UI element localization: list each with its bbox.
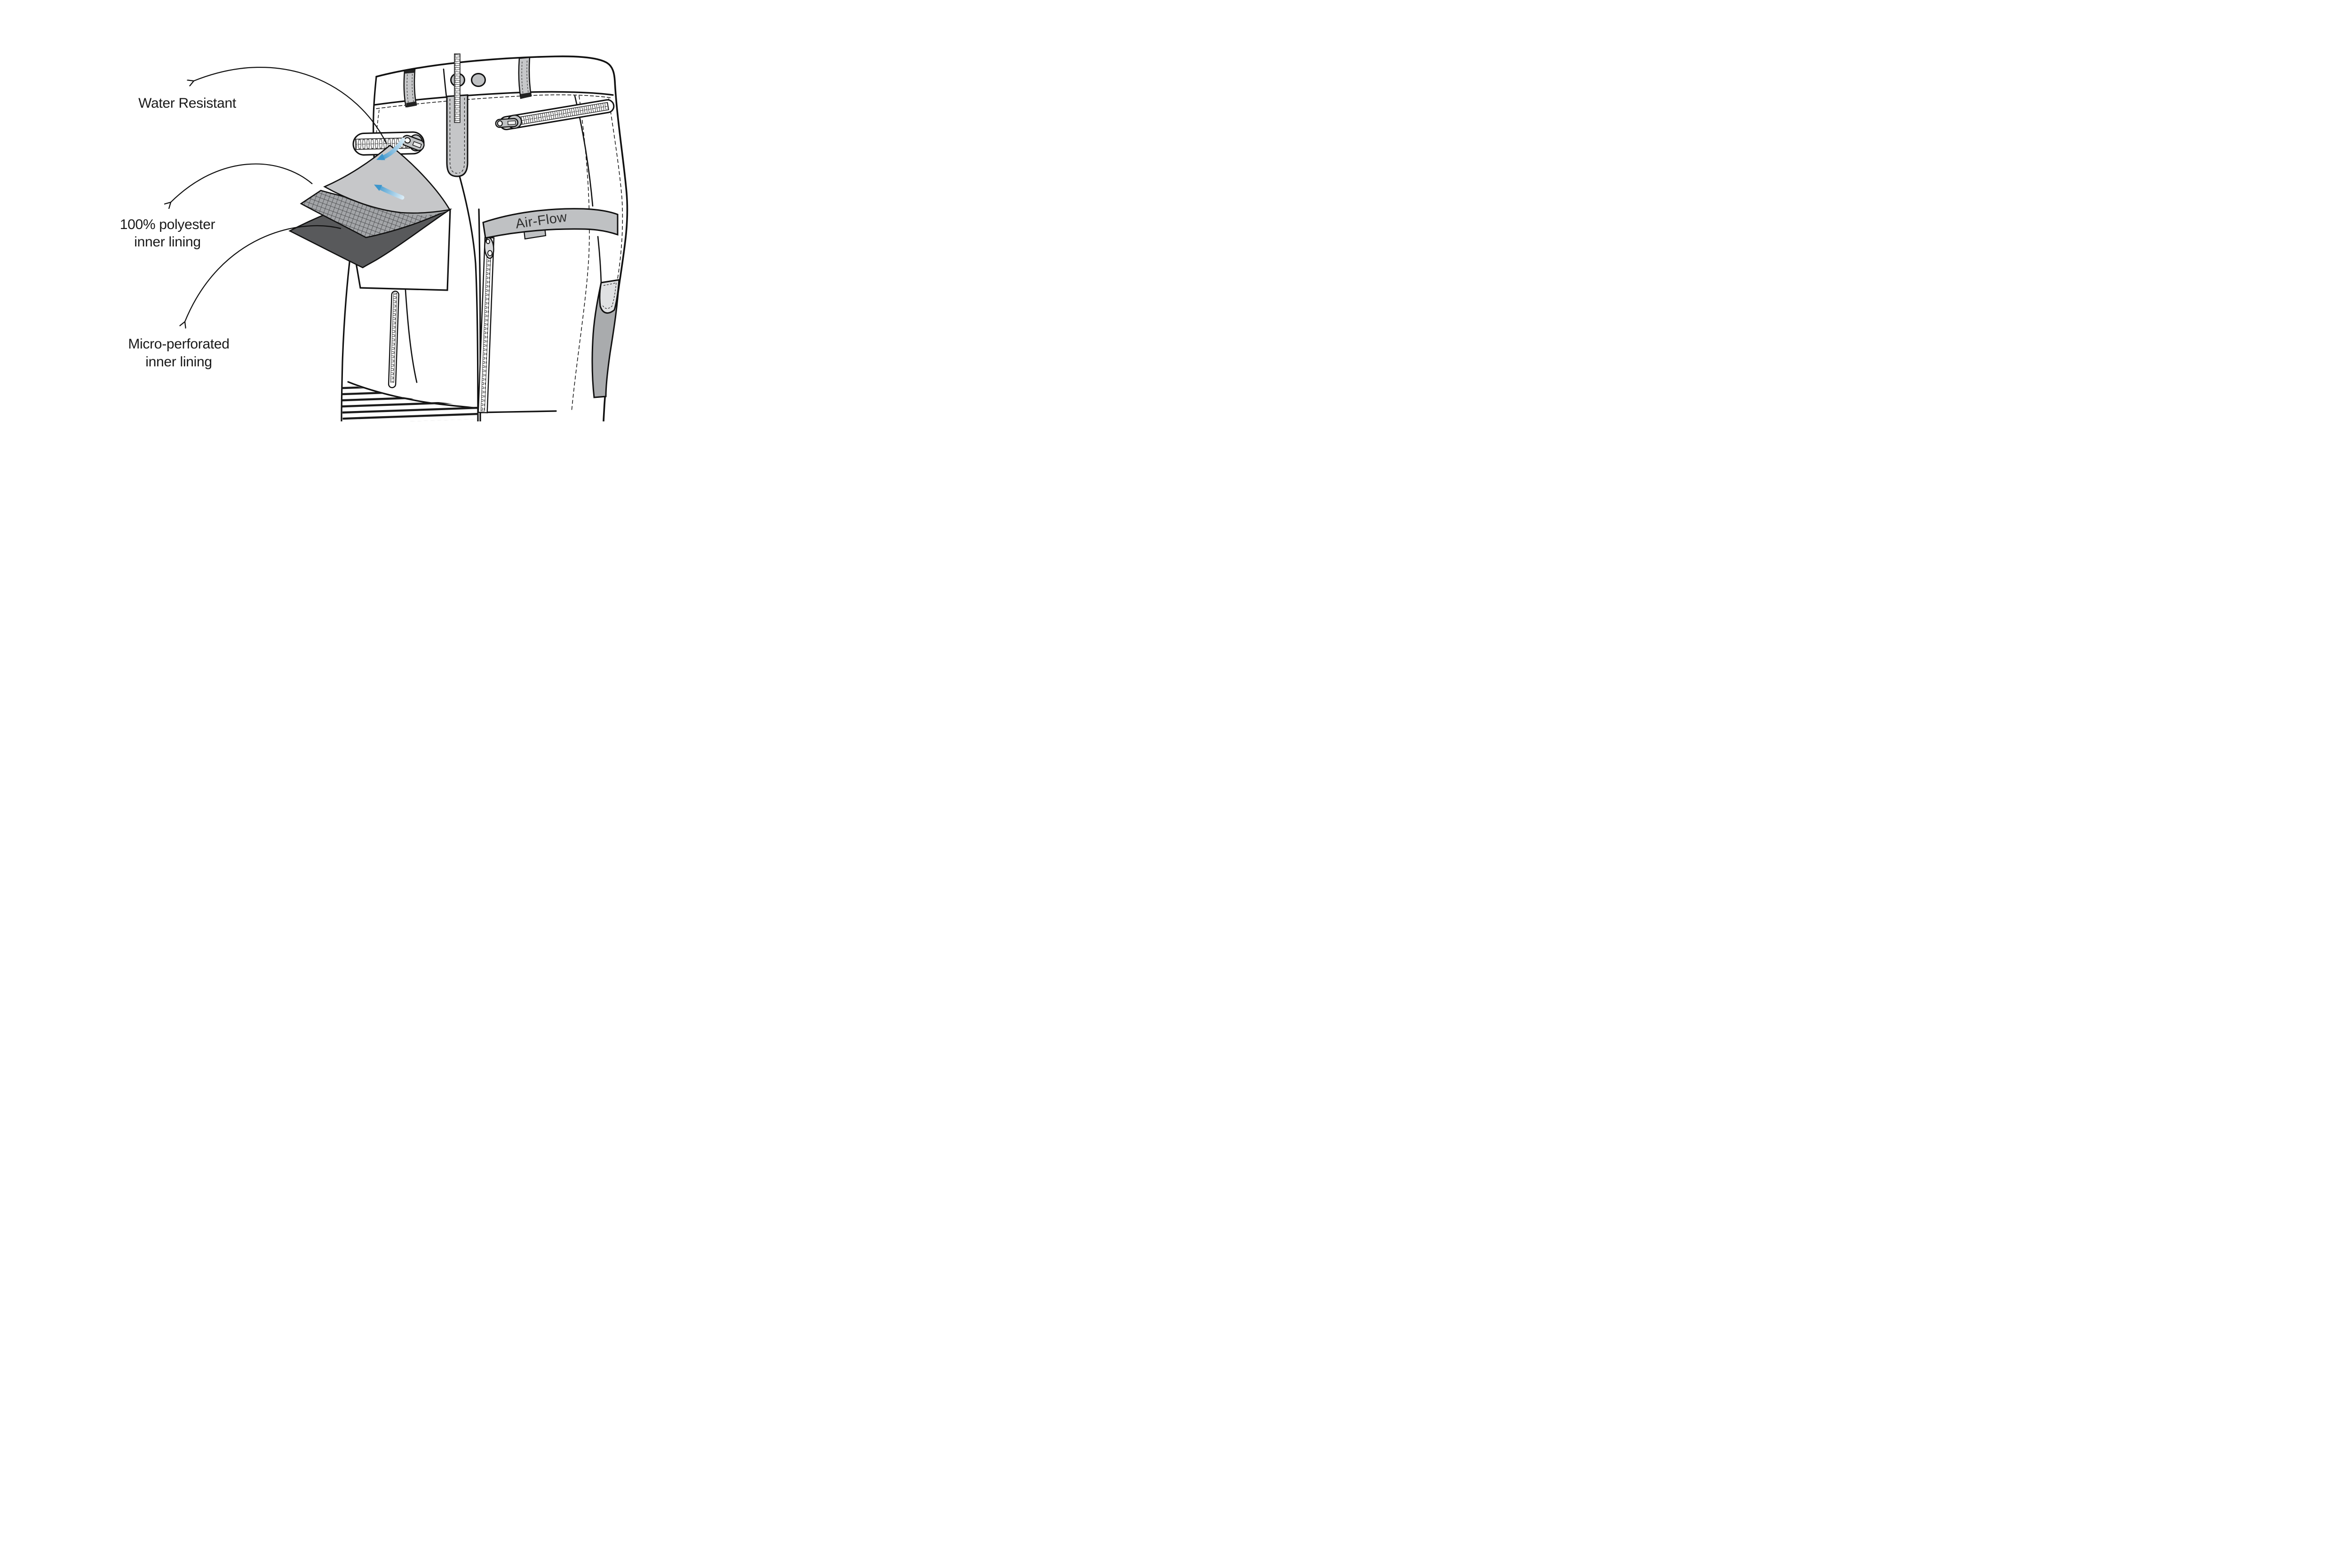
leader-arrow-polyester-icon [171,163,313,202]
fabric-layers [288,144,453,269]
fly-zipper-teeth [454,53,461,123]
right-pocket-zipper [495,99,615,130]
label-micro-line1: Micro-perforated [128,336,229,352]
airflow-arrows [374,137,405,200]
cargo-pocket-flap [599,279,620,314]
vent-zipper [477,237,495,413]
label-polyester-line1: 100% polyester [120,217,215,232]
label-micro-line2: inner lining [145,354,212,370]
label-water-resistant: Water Resistant [138,95,237,111]
stretch-panel-stripes [341,382,479,421]
knee-zipper-teeth [390,293,397,383]
hip-panel-seam-lower [597,236,602,284]
fly-zipper [446,53,469,177]
knee-seam [405,289,418,383]
waist-button-right [471,73,486,87]
diagram-stage: Air-Flow Water Resistant 100% polyester … [0,0,738,421]
waistband-stitch-dashed [376,94,612,109]
belt-loop-right [518,56,532,99]
left-leg-inseam [459,175,479,421]
motorcycle-pants-feature-illustration: Air-Flow Water Resistant 100% polyester … [120,53,628,421]
leader-arrow-micro-icon [185,225,342,322]
airflow-band: Air-Flow [482,208,619,240]
fabric-layer-curl-shadow [402,210,450,215]
leader-arrow-water-resistant-icon [194,66,387,144]
cargo-pocket [591,279,620,398]
airflow-arrow-down-icon [380,137,405,160]
side-edge-stitch-dashed [608,98,623,282]
crease-stitch-dashed [571,95,590,412]
button-panel-seam [443,68,447,97]
knee-zipper [388,291,399,388]
right-leg-hem-seam [480,410,557,413]
fabric-layer-outer [323,144,451,214]
belt-loop-left [403,69,417,108]
label-polyester-line2: inner lining [134,234,201,250]
leader-arrows [171,66,387,322]
